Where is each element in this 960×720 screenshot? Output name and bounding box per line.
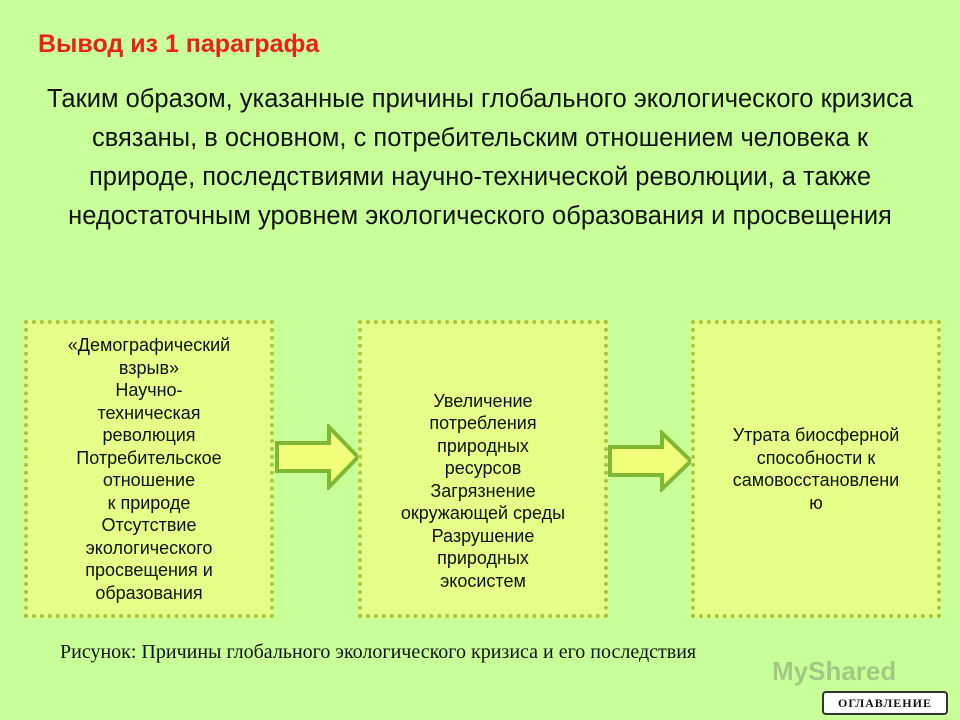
box-line: Научно- (115, 380, 183, 400)
box-line: экологического (85, 537, 213, 558)
box-line: образования (95, 582, 203, 603)
box-line: Утрата биосферной (732, 425, 900, 445)
box-line: к природе (107, 492, 191, 513)
outcome-box-text: Утрата биосферной способности к самовосс… (700, 424, 932, 514)
box-line: взрыв» (118, 357, 180, 378)
box-line: способности к (756, 447, 876, 468)
box-line: Разрушение (431, 525, 535, 546)
box-line: Потребительское (76, 447, 222, 468)
box-line: Увеличение (433, 390, 533, 411)
consequences-box: Увеличение потребления природных ресурсо… (358, 320, 608, 618)
box-line: самовосстановлени (732, 470, 900, 490)
box-line: окружающей среды (400, 503, 566, 524)
box-line: техническая (97, 402, 201, 423)
figure-caption: Рисунок: Причины глобального экологическ… (60, 641, 697, 663)
box-line: ресурсов (444, 458, 522, 479)
slide-heading: Вывод из 1 параграфа (38, 30, 320, 58)
box-line: революция (102, 425, 196, 445)
watermark-logo: MyShared (772, 656, 897, 686)
causes-box-text: «Демографический взрыв» Научно- техничес… (39, 334, 259, 604)
box-line: Отсутствие (101, 515, 197, 535)
conclusion-paragraph: Таким образом, указанные причины глобаль… (46, 85, 914, 230)
box-line: экосистем (440, 570, 526, 591)
box-line: ю (809, 492, 823, 513)
table-of-contents-button[interactable]: ОГЛАВЛЕНИЕ (822, 691, 948, 715)
box-line: природных (437, 548, 529, 569)
box-line: «Демографический (67, 335, 231, 355)
consequences-box-text: Увеличение потребления природных ресурсо… (363, 390, 603, 593)
box-line: природных (437, 435, 529, 456)
box-line: отношение (102, 470, 196, 490)
arrow-right-icon (608, 430, 694, 492)
box-line: просвещения и (85, 560, 213, 580)
causes-box: «Демографический взрыв» Научно- техничес… (24, 320, 274, 618)
box-line: Загрязнение (430, 480, 536, 501)
box-line: потребления (429, 413, 537, 434)
arrow-right-icon (275, 424, 361, 490)
outcome-box: Утрата биосферной способности к самовосс… (691, 320, 941, 618)
